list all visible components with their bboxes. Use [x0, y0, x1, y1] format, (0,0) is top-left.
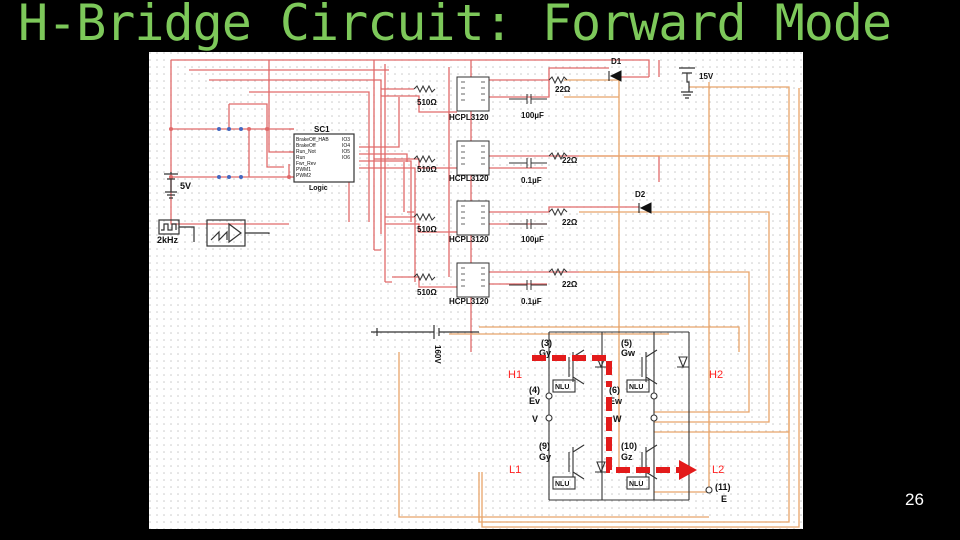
logic-input: Run_Not	[296, 149, 316, 155]
input-resistor-label: 510Ω	[417, 288, 437, 297]
switch-labels: H1 H2 L1 L2	[508, 369, 724, 476]
pwm-comparator	[206, 219, 270, 247]
bus-supply-160v	[371, 325, 479, 339]
input-resistor-label: 510Ω	[417, 225, 437, 234]
current-path	[532, 355, 679, 473]
nlu-label: NLU	[555, 481, 569, 488]
clock-source	[158, 219, 195, 242]
pin-name: Ev	[529, 396, 540, 406]
label-h1: H1	[508, 369, 522, 381]
nlu-label: NLU	[555, 384, 569, 391]
capacitor	[509, 94, 547, 104]
capacitor	[509, 280, 547, 290]
capacitor-label: 0.1µF	[521, 176, 542, 185]
logic-input: BrakeOff_HAB	[296, 137, 329, 143]
capacitor-label: 0.1µF	[521, 297, 542, 306]
input-resistor	[413, 272, 436, 282]
label-2khz: 2kHz	[157, 235, 179, 245]
terminal-w: W	[613, 414, 622, 424]
diode-label: D1	[611, 57, 622, 66]
gate-resistor-label: 22Ω	[562, 218, 578, 227]
logic-input: BrakeOff	[296, 143, 316, 149]
pin-name: Gy	[539, 348, 551, 358]
nlu-label: NLU	[629, 384, 643, 391]
pin-name: Gz	[621, 452, 633, 462]
chip-pin-ticks	[461, 81, 485, 287]
gate-resistor	[548, 207, 568, 217]
logic-input: Run	[296, 155, 305, 161]
driver-chip-label: HCPL3120	[449, 113, 489, 122]
label-160v: 160V	[433, 345, 442, 364]
gate-resistor	[548, 75, 568, 85]
gate-resistor	[548, 267, 568, 277]
current-direction-arrow	[679, 460, 697, 480]
input-resistor-label: 510Ω	[417, 98, 437, 107]
terminal-v: V	[532, 414, 538, 424]
label-l1: L1	[509, 464, 521, 476]
pin-number: (11)	[715, 482, 731, 492]
driver-chip-label: HCPL3120	[449, 297, 489, 306]
logic-input: PWM1	[296, 167, 311, 173]
schematic-diagram: 5V 2kHz SC1 BrakeOff_HAB BrakeOff Run_No…	[149, 52, 803, 529]
igbt-module	[545, 331, 713, 501]
gate-resistor-label: 22Ω	[555, 85, 571, 94]
diode	[638, 202, 652, 214]
driver-chip-label: HCPL3120	[449, 174, 489, 183]
gate-supply-15v	[679, 67, 695, 99]
slide-title: H-Bridge Circuit: Forward Mode	[18, 0, 892, 52]
logic-block-outputs: IO3 IO4 IO5 IO6	[342, 137, 350, 161]
label-15v: 15V	[699, 72, 714, 81]
logic-output: IO4	[342, 143, 350, 149]
capacitor-label: 100µF	[521, 111, 544, 120]
slide-number: 26	[905, 490, 924, 509]
pin-number: (4)	[529, 385, 540, 395]
logic-block-inputs: BrakeOff_HAB BrakeOff Run_Not Run Fwr_Re…	[296, 137, 329, 179]
pin-number: (9)	[539, 441, 550, 451]
input-resistor-label: 510Ω	[417, 165, 437, 174]
capacitor	[509, 158, 547, 168]
driver-chip-label: HCPL3120	[449, 235, 489, 244]
module-pin-labels: (3) Gy (5) Gw (4) Ev (6) Ew (9) Gy (10) …	[529, 338, 731, 504]
logic-junctions	[169, 127, 291, 179]
input-resistor	[413, 212, 436, 222]
diode	[608, 70, 622, 82]
pin-number: (6)	[609, 385, 620, 395]
gate-resistor-label: 22Ω	[562, 280, 578, 289]
gate-resistor-label: 22Ω	[562, 156, 578, 165]
gate-resistor	[548, 151, 568, 161]
input-resistor	[413, 154, 436, 164]
logic-block-label: Logic	[309, 185, 328, 192]
capacitor-label: 100µF	[521, 235, 544, 244]
nlu-labels: NLU NLU NLU NLU	[555, 384, 643, 488]
label-l2: L2	[712, 464, 724, 476]
logic-input: Fwr_Rev	[296, 161, 317, 167]
logic-output: IO3	[342, 137, 350, 143]
pin-number: (5)	[621, 338, 632, 348]
logic-supply-5v	[164, 172, 178, 199]
capacitor	[509, 219, 547, 229]
logic-output: IO6	[342, 155, 350, 161]
pin-name: Gy	[539, 452, 551, 462]
dip-switch-dots	[217, 127, 243, 179]
logic-input: PWM2	[296, 173, 311, 179]
pin-number: (10)	[621, 441, 637, 451]
logic-output: IO5	[342, 149, 350, 155]
label-h2: H2	[709, 369, 723, 381]
diode-label: D2	[635, 190, 646, 199]
pin-name: E	[721, 494, 727, 504]
pin-number: (3)	[541, 338, 552, 348]
nlu-label: NLU	[629, 481, 643, 488]
label-5v: 5V	[180, 181, 191, 191]
pin-name: Ew	[609, 396, 623, 406]
logic-block-name: SC1	[314, 125, 330, 134]
input-resistor	[413, 84, 436, 94]
pin-name: Gw	[621, 348, 636, 358]
logic-block-sc1	[293, 133, 355, 183]
